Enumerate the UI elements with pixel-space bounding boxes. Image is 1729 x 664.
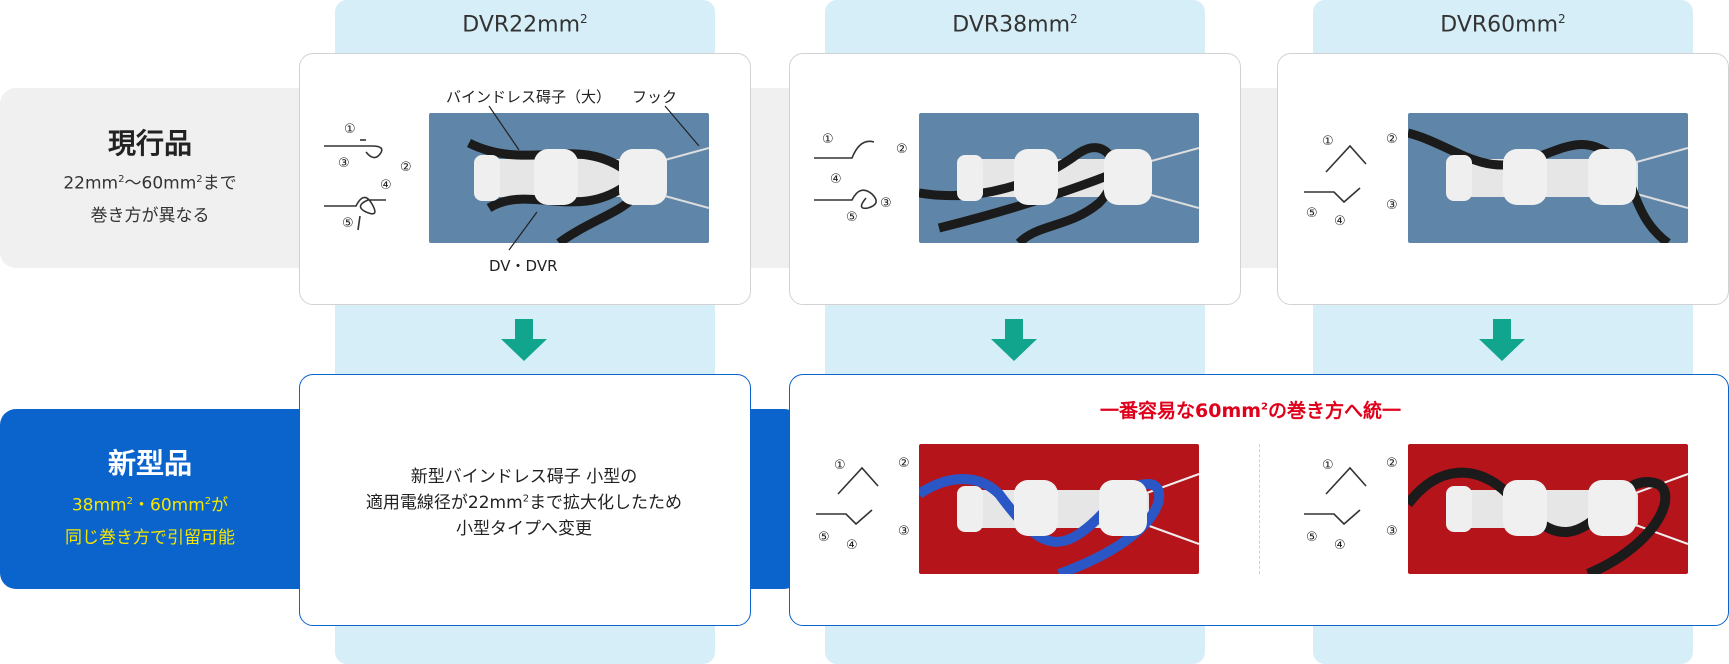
down-arrow-icon — [1479, 319, 1525, 361]
step-mark: ③ — [880, 196, 892, 211]
column-title-60: DVR60mm2 — [1440, 12, 1566, 38]
leader-lines — [488, 105, 700, 251]
separator — [1259, 444, 1260, 574]
unify-title: 一番容易な60mm2の巻き方へ統一 — [1100, 400, 1402, 422]
current-row-subtitle: 22mm2〜60mm2まで 巻き方が異なる — [63, 173, 237, 226]
wrap-diagram-icon — [1304, 144, 1367, 204]
current-row-title: 現行品 — [107, 127, 192, 160]
step-mark: ③ — [898, 524, 910, 539]
wrap-diagram-icon — [814, 140, 877, 210]
step-mark: ⑤ — [846, 210, 858, 225]
wrap-diagram-icon — [816, 466, 879, 526]
step-mark: ② — [1386, 132, 1398, 147]
photo-new-60 — [1408, 444, 1688, 574]
photo-new-38 — [919, 444, 1199, 574]
step-mark: ④ — [1334, 538, 1346, 553]
step-mark: ④ — [830, 172, 842, 187]
down-arrow-icon — [991, 319, 1037, 361]
step-mark: ③ — [1386, 524, 1398, 539]
annotation-wire: DV・DVR — [489, 257, 558, 275]
step-mark: ① — [344, 122, 356, 137]
wrap-diagram-icon — [324, 139, 386, 231]
column-title-38: DVR38mm2 — [952, 12, 1078, 38]
new-row-title: 新型品 — [107, 447, 192, 480]
new-22-note-line1: 新型バインドレス碍子 小型の — [410, 467, 638, 487]
step-mark: ⑤ — [342, 216, 354, 231]
step-mark: ③ — [1386, 198, 1398, 213]
annotation-hook: フック — [632, 88, 678, 106]
step-mark: ④ — [846, 538, 858, 553]
photo-current-22 — [429, 113, 709, 243]
new-row-subtitle: 38mm2・60mm2が 同じ巻き方で引留可能 — [65, 495, 235, 548]
step-mark: ⑤ — [818, 530, 830, 545]
step-mark: ① — [1322, 134, 1334, 149]
new-card-22 — [299, 374, 751, 626]
step-mark: ④ — [380, 178, 392, 193]
step-mark: ⑤ — [1306, 206, 1318, 221]
step-mark: ② — [898, 456, 910, 471]
down-arrow-icon — [501, 319, 547, 361]
step-mark: ② — [896, 142, 908, 157]
step-mark: ② — [1386, 456, 1398, 471]
step-mark: ④ — [1334, 214, 1346, 229]
step-mark: ⑤ — [1306, 530, 1318, 545]
annotation-binderless: バインドレス碍子（大） — [446, 88, 612, 106]
new-22-note-line2: 適用電線径が22mm2まで拡大化したため — [365, 493, 683, 513]
step-mark: ③ — [338, 156, 350, 171]
wrap-diagram-icon — [1304, 466, 1367, 526]
step-mark: ① — [834, 458, 846, 473]
step-mark: ① — [822, 132, 834, 147]
step-mark: ① — [1322, 458, 1334, 473]
photo-current-38 — [919, 113, 1199, 243]
photo-current-60 — [1408, 113, 1688, 243]
step-mark: ② — [400, 160, 412, 175]
column-title-22: DVR22mm2 — [462, 12, 588, 38]
new-22-note-line3: 小型タイプへ変更 — [456, 519, 592, 539]
